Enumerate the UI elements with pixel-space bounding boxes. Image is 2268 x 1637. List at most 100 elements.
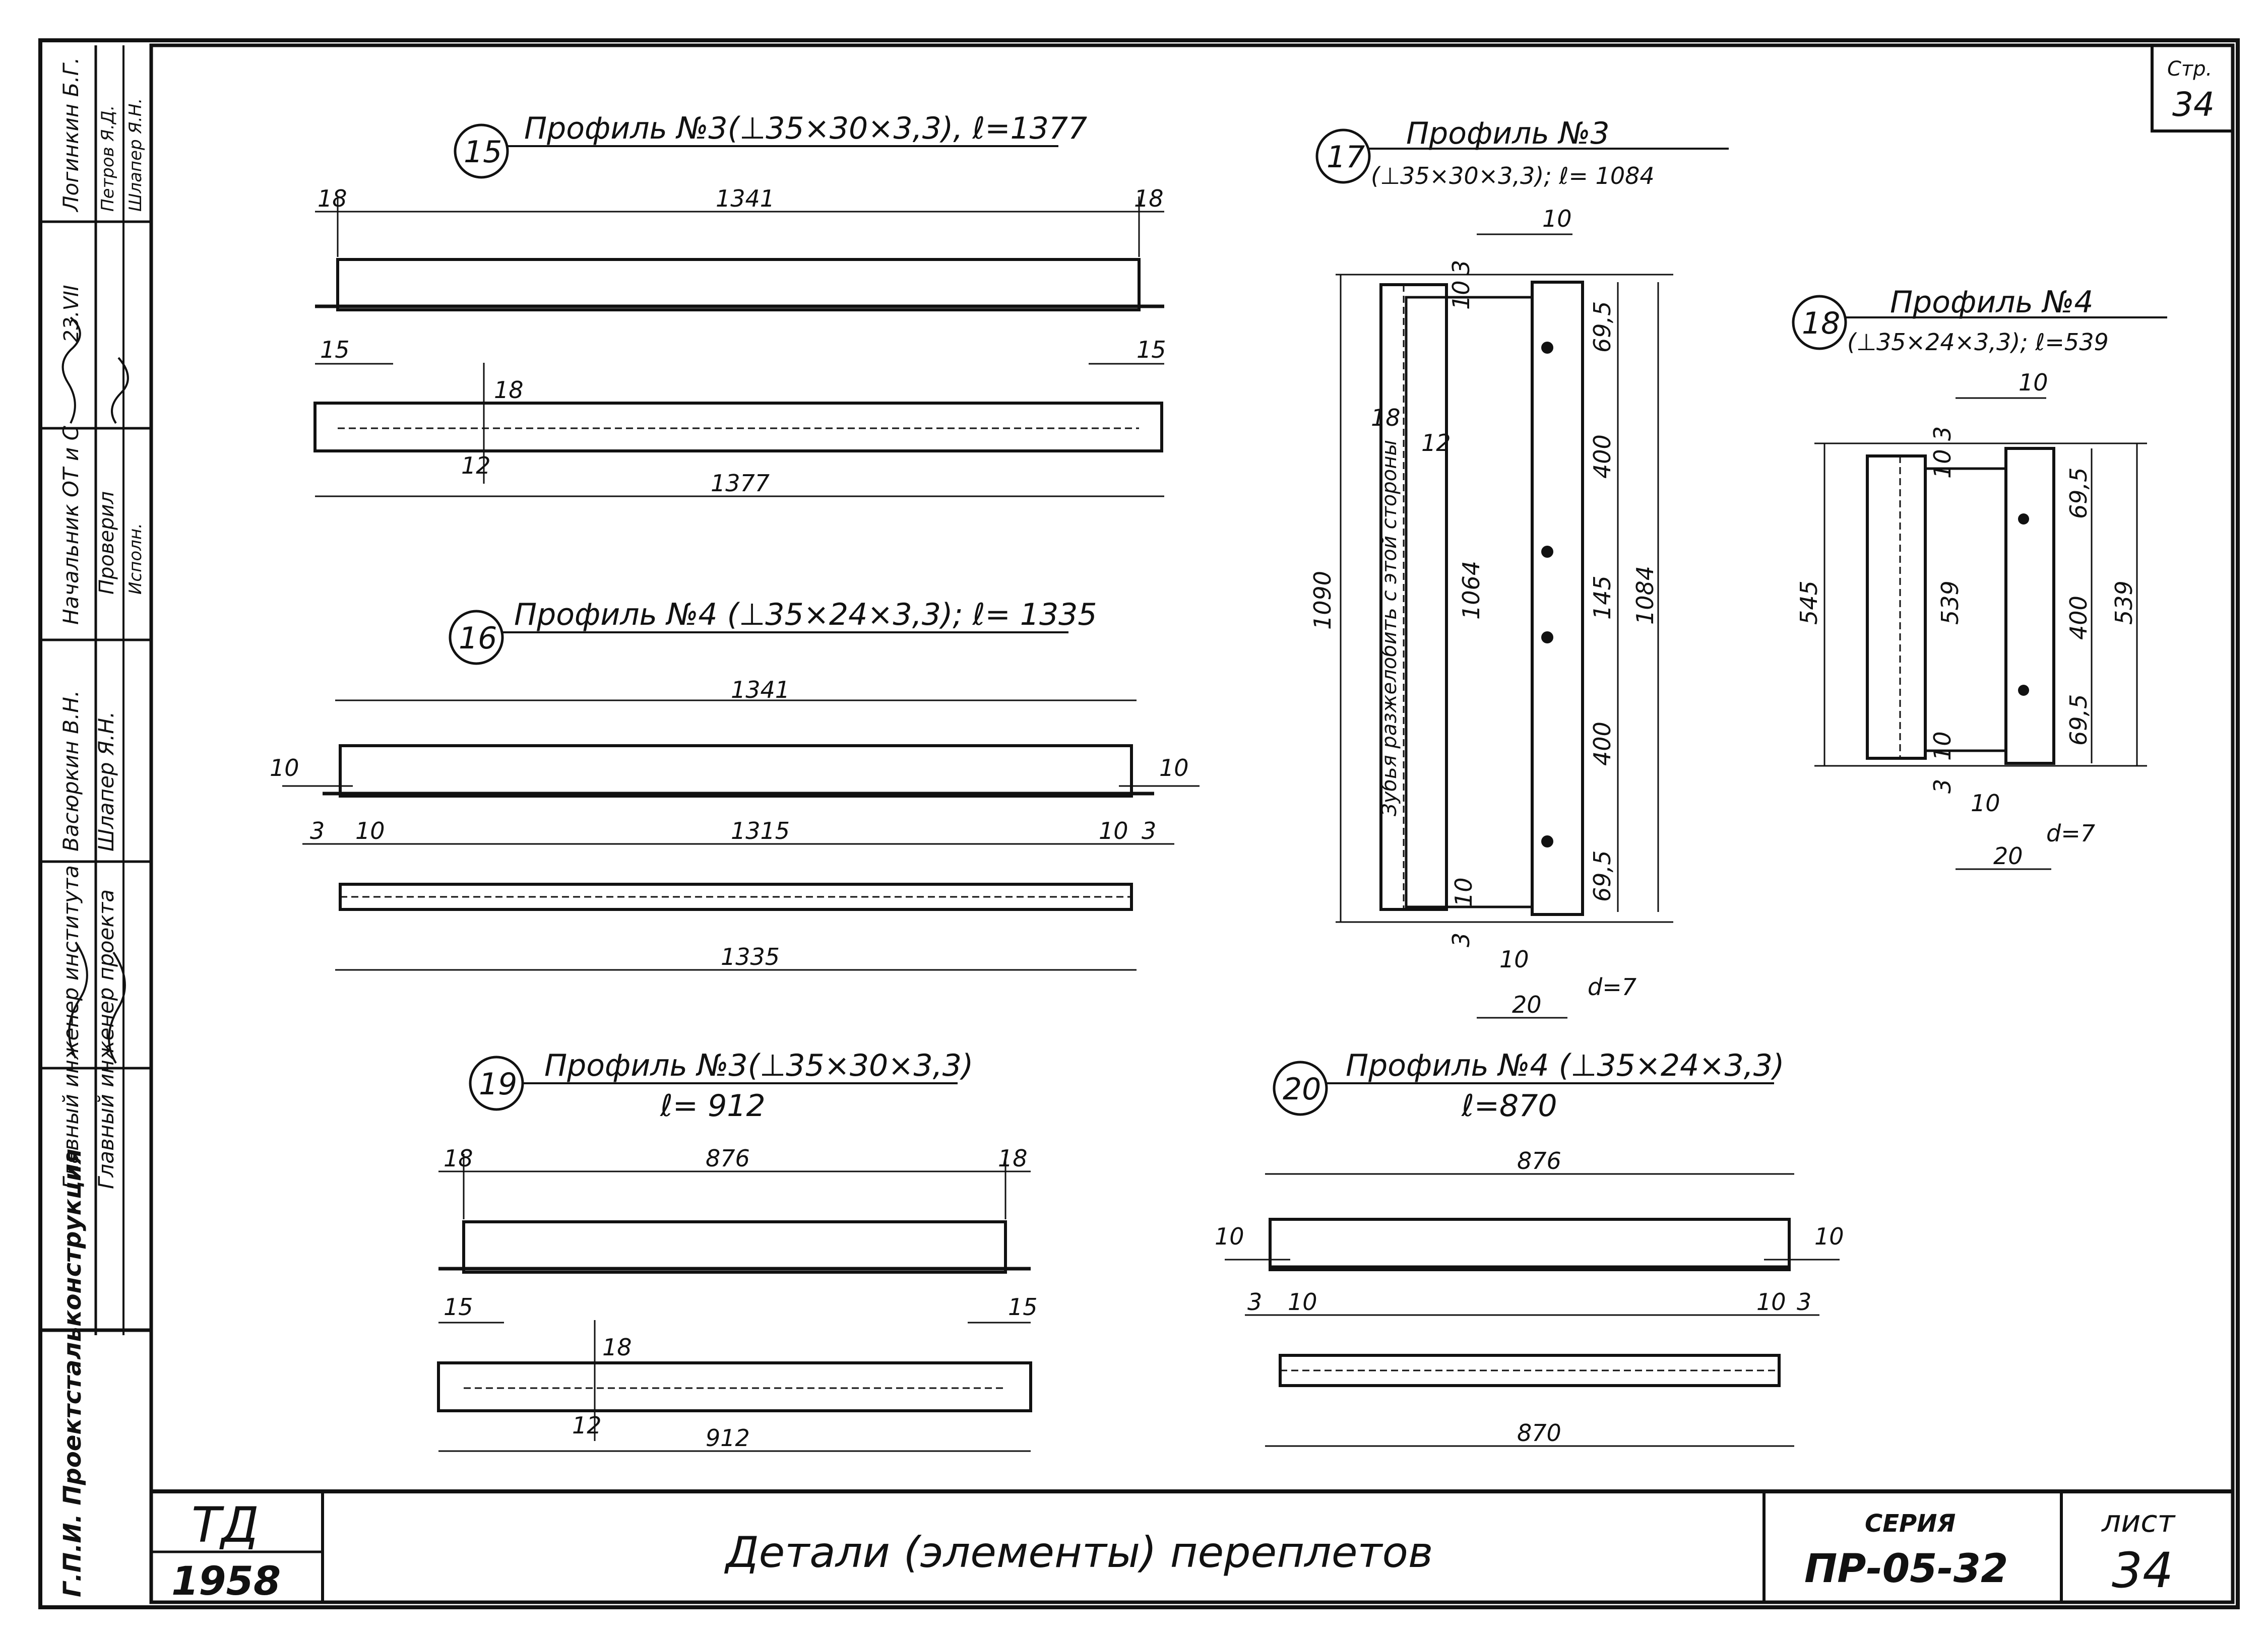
- detail-18-circle: [1792, 295, 1847, 350]
- d18-c: 69,5: [2065, 694, 2092, 746]
- detail-18-title-1: Профиль №4: [1890, 285, 2094, 320]
- d17-hole: d=7: [1588, 973, 1636, 1001]
- detail-18-number: 18: [1802, 306, 1840, 341]
- d20-left-a: 10: [1215, 1223, 1244, 1250]
- d19-left-mid: 15: [444, 1293, 473, 1321]
- d18-ten-b2: 10: [1971, 790, 2000, 817]
- d20-right-c: 10: [1756, 1288, 1786, 1316]
- detail-15: 15 Профиль №3(⊥35×30×3,3), ℓ=1377 1341 1…: [313, 111, 1166, 497]
- signature-scribble-2: [68, 941, 126, 1064]
- d17-ten-top: 10: [1447, 280, 1475, 310]
- d18-right: 539: [2110, 580, 2137, 625]
- d20-left-b: 3: [1247, 1288, 1262, 1316]
- d19-lower-flange: [437, 1361, 1032, 1412]
- d16-bottom-dim: 1335: [721, 943, 780, 970]
- detail-20-title-2: ℓ=870: [1461, 1088, 1557, 1124]
- d15-left-top: 18: [318, 185, 347, 212]
- detail-16: 16 Профиль №4 (⊥35×24×3,3); ℓ= 1335 1341…: [270, 597, 1200, 971]
- detail-17: 17 Профиль №3 (⊥35×30×3,3); ℓ= 1084 1090…: [1309, 116, 1729, 1019]
- title-block-sheet: 34: [2112, 1542, 2173, 1599]
- detail-17-number: 17: [1327, 140, 1365, 175]
- d17-a: 69,5: [1589, 301, 1616, 353]
- d17-hole-2: [1541, 546, 1553, 558]
- d16-upper-flange: [339, 744, 1133, 798]
- detail-16-circle: [449, 610, 504, 665]
- d17-right-flange: [1531, 281, 1584, 916]
- d19-flange: 12: [572, 1412, 602, 1439]
- detail-15-circle: [454, 123, 509, 179]
- detail-19-title-1: Профиль №3(⊥35×30×3,3): [544, 1048, 973, 1083]
- d15-right-mid: 15: [1137, 336, 1166, 363]
- d18-ten-top: 10: [1929, 449, 1956, 479]
- d20-right-a: 10: [1814, 1223, 1844, 1250]
- d19-web: 18: [602, 1334, 632, 1361]
- d17-d: 400: [1589, 722, 1616, 766]
- stamp-name-1: Васюркин В.Н.: [58, 690, 83, 852]
- d16-right-c: 10: [1099, 817, 1128, 844]
- d18-inner: 539: [1936, 580, 1964, 625]
- d16-right-b: 3: [1142, 817, 1156, 844]
- detail-17-circle: [1315, 128, 1371, 184]
- title-block-series: ПР-05-32: [1804, 1546, 2008, 1592]
- detail-16-title: Профиль №4 (⊥35×24×3,3); ℓ= 1335: [514, 597, 1097, 632]
- page-number-box: Стр. 34: [2151, 44, 2234, 133]
- detail-19: 19 Профиль №3(⊥35×30×3,3) ℓ= 912 876 18 …: [437, 1048, 1038, 1452]
- detail-19-title-2: ℓ= 912: [660, 1088, 766, 1124]
- d17-overall: 1090: [1309, 571, 1336, 630]
- d17-ten-bot2: 10: [1499, 946, 1529, 973]
- d18-ten-bot: 10: [1929, 731, 1956, 761]
- d16-left-c: 10: [355, 817, 385, 844]
- d17-left-flange: [1379, 283, 1448, 911]
- d19-bottom-dim: 912: [706, 1424, 750, 1452]
- detail-20-circle: [1273, 1061, 1328, 1116]
- d19-right-mid: 15: [1008, 1293, 1038, 1321]
- d17-three-bot: 3: [1447, 933, 1475, 947]
- stamp-role-executed: Исполн.: [125, 523, 146, 595]
- d17-hole-1: [1541, 342, 1553, 354]
- d15-upper-flange: [336, 258, 1141, 311]
- d17-hole-3: [1541, 631, 1553, 643]
- inner-frame: [149, 43, 2235, 1604]
- d16-top-dim: 1341: [731, 676, 790, 703]
- d17-c: 145: [1589, 575, 1616, 620]
- d15-web: 18: [494, 376, 524, 404]
- title-block-logo: ТД: [192, 1497, 259, 1553]
- d19-upper-flange: [462, 1220, 1007, 1274]
- d16-lower-flange: [339, 883, 1133, 911]
- d18-top: 10: [2019, 369, 2048, 396]
- d18-b: 400: [2065, 596, 2092, 640]
- d20-right-b: 3: [1797, 1288, 1811, 1316]
- d17-twelve: 12: [1421, 429, 1451, 456]
- d18-left-flange: [1866, 454, 1927, 760]
- d18-right-flange: [2004, 447, 2055, 765]
- d15-lower-flange: [313, 402, 1163, 452]
- page-number: 34: [2172, 85, 2215, 124]
- d16-left-b: 3: [310, 817, 325, 844]
- d18-twenty: 20: [1993, 842, 2023, 870]
- d17-ten-bot: 10: [1450, 877, 1477, 907]
- stamp-role-head: Начальник ОТ и С: [58, 425, 83, 625]
- d20-left-c: 10: [1288, 1288, 1317, 1316]
- d18-three-bot: 3: [1929, 779, 1956, 794]
- detail-18-title-2: (⊥35×24×3,3); ℓ=539: [1847, 329, 2109, 356]
- stamp-organization: Г.П.И. Проектстальконструкция: [58, 1149, 87, 1597]
- detail-17-title-1: Профиль №3: [1406, 116, 1610, 151]
- d18-hole-2: [2018, 685, 2029, 696]
- d15-flange: 12: [461, 452, 491, 479]
- d18-hole: d=7: [2046, 820, 2095, 847]
- side-stamp: Главный инженер института Главный инжене…: [40, 45, 151, 1597]
- stamp-name-5: Шлапер Я.Н.: [125, 98, 146, 212]
- detail-16-number: 16: [459, 621, 497, 656]
- d17-three: 3: [1447, 260, 1475, 275]
- d19-top-dim: 876: [706, 1145, 750, 1172]
- d18-hole-1: [2018, 513, 2029, 525]
- stamp-name-2: Шлапер Я.Н.: [94, 711, 118, 852]
- d18-left: 545: [1795, 580, 1822, 625]
- d16-mid-dim: 1315: [731, 817, 790, 844]
- detail-15-title: Профиль №3(⊥35×30×3,3), ℓ=1377: [524, 111, 1087, 146]
- stamp-name-3: Логинкин Б.Г.: [58, 57, 83, 213]
- d17-inner: 1064: [1458, 561, 1485, 620]
- d20-upper-flange: [1269, 1218, 1791, 1271]
- stamp-role-chief-institute: Главный инженер института: [58, 865, 83, 1189]
- d19-left-top: 18: [444, 1145, 473, 1172]
